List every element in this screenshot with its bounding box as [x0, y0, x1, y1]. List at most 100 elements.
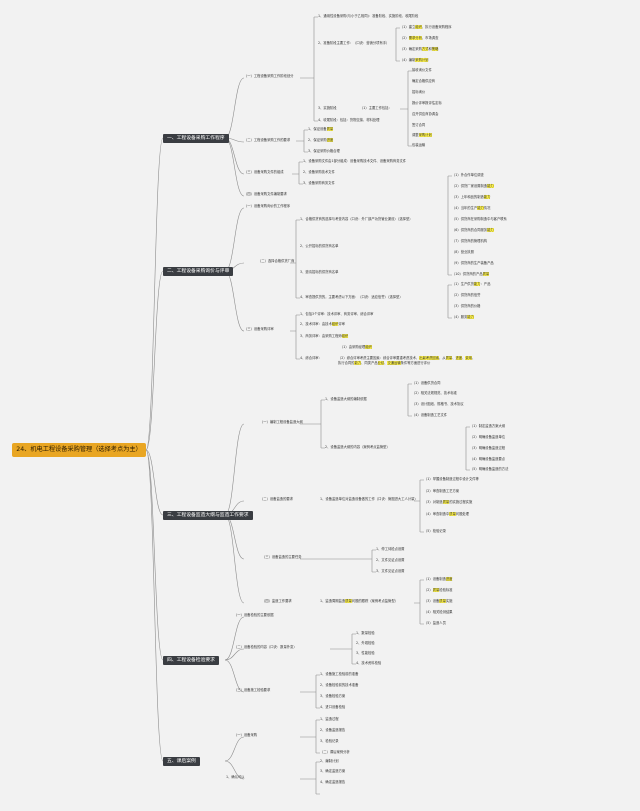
topic-node[interactable]: （1）主要工作包括： — [360, 106, 392, 110]
topic-node[interactable]: 2、技术评审：由技术组织评审 — [300, 322, 345, 326]
topic-node[interactable]: （3）设计图纸、规格书、技术协议 — [412, 402, 464, 406]
topic-node[interactable]: 2、设备采购技术文件 — [303, 170, 335, 174]
topic-node[interactable]: 2、外观检验 — [356, 641, 375, 645]
topic-node[interactable]: 4、确定监造报告 — [320, 780, 346, 784]
topic-node[interactable]: 1、监造周期监造质量问题的跟踪（案例考点监管型） — [320, 599, 398, 603]
topic-node[interactable]: 2、设备监造报告 — [320, 728, 346, 732]
topic-node[interactable]: （3）明确设备监造过程 — [470, 446, 506, 450]
topic-node[interactable]: （1）掌握设备制造过程中设计文件等 — [424, 477, 479, 481]
topic-node[interactable]: （一）设备采购 — [234, 733, 258, 737]
topic-node[interactable]: 3、邀请招标的供货商名单 — [300, 270, 339, 274]
topic-node[interactable]: （一）编制工程设备监造大纲 — [260, 420, 303, 424]
topic-node[interactable]: 2、保证采购进度 — [308, 138, 334, 142]
topic-node[interactable]: （4）相关检测结果 — [424, 610, 453, 614]
topic-node[interactable]: （3）确定采购方式和策略 — [400, 47, 439, 51]
topic-node[interactable]: 1、设备施工检验前的准备 — [320, 672, 359, 676]
topic-node[interactable]: （2）质量检验标准 — [424, 588, 453, 592]
topic-node[interactable]: （二）工程设备采购工作的要求 — [244, 138, 291, 142]
topic-node[interactable]: 4、技术资料检验 — [356, 661, 382, 665]
topic-node[interactable]: 1、确认可以 — [226, 775, 245, 779]
topic-node[interactable]: （4）编制采购计划 — [400, 58, 429, 62]
topic-node[interactable]: 1、监造过程 — [320, 717, 339, 721]
topic-node[interactable]: （一）工程设备采购工作阶段划分 — [244, 74, 294, 78]
topic-node[interactable]: （8）营业执照 — [452, 250, 474, 254]
topic-node[interactable]: 1、设备采购文件由1部分组成：设备采购技术文件、设备采购商务文件 — [303, 159, 407, 163]
section-case-study[interactable]: 五、课后案例 — [163, 757, 200, 766]
topic-node[interactable]: （一）设备检验的主要依据 — [234, 613, 274, 617]
topic-node[interactable]: （1）设备制造进度 — [424, 577, 453, 581]
topic-node[interactable]: 3、实施阶段 — [318, 106, 337, 110]
topic-node[interactable]: （三）设备施工检验要求 — [234, 688, 271, 692]
topic-node[interactable]: 4、审查提供货的，主要考虑以下方面：（口诀：适应信誉）（选择型） — [300, 295, 403, 299]
topic-node[interactable]: 1、停工待检点设置 — [376, 547, 405, 551]
topic-node[interactable]: （9）供货商的生产装备产品 — [452, 261, 494, 265]
section-inquiry-review[interactable]: 二、工程设备采购询价与评审 — [163, 267, 234, 276]
topic-node[interactable]: 接收询价文件 — [412, 68, 432, 72]
topic-node[interactable]: 1、包括3个评审：技术评审、商务评审、综合评审 — [300, 312, 374, 316]
topic-node[interactable]: 1、合格供货商的选择与考查内容（口诀：外厂部产功货管业渠设）（选择型） — [300, 217, 413, 221]
topic-node[interactable]: 4、收尾阶段：包括：货物交接、材料处理 — [318, 118, 380, 122]
topic-node[interactable]: 3、保证采购价格合理 — [308, 149, 340, 153]
topic-node[interactable]: 2、准备阶段主要工作：（口诀：营销分项有手） — [318, 41, 390, 45]
root-topic[interactable]: 24、机电工程设备采购管理（选择考点为主） — [12, 443, 146, 457]
topic-node[interactable]: 1、数量检验 — [356, 631, 375, 635]
topic-node[interactable]: （5）供货商在采购制造中与客户联系 — [452, 217, 507, 221]
topic-node[interactable]: （1）由采购经理组织 — [340, 345, 372, 349]
topic-node[interactable]: （三）设备监造的主要任务 — [262, 555, 302, 559]
topic-node[interactable]: 3、商务评审：由采购工程师组织 — [300, 334, 349, 338]
topic-node[interactable]: （二）设备检验的内容（口诀：数量外变） — [234, 645, 297, 649]
topic-node[interactable]: 2、公开招标的供货商名单 — [300, 244, 339, 248]
topic-node[interactable]: 签订合同 — [412, 123, 426, 127]
topic-node[interactable]: 3、检验记录 — [320, 739, 339, 743]
topic-node[interactable]: （1）生产供货能力：产品 — [452, 282, 491, 286]
section-procedure[interactable]: 一、工程设备采购工作程序 — [163, 134, 229, 143]
topic-node[interactable]: 2、文件见证点设置 — [376, 558, 405, 562]
topic-node[interactable]: 2、设备检验前的技术准备 — [320, 683, 359, 687]
topic-node[interactable]: （二）选择合格供货厂商 — [258, 259, 295, 263]
topic-node[interactable]: 包装运输 — [412, 143, 426, 147]
topic-node[interactable]: 招标询价 — [412, 90, 426, 94]
topic-node[interactable]: （5）检验记录 — [424, 529, 446, 533]
section-inspection[interactable]: 四、工程设备检验要求 — [163, 656, 219, 665]
topic-node[interactable]: （3）上年和品的制造能力 — [452, 195, 491, 199]
topic-node[interactable]: （2）明确设备监造单位 — [470, 435, 506, 439]
topic-node[interactable]: 2、设备监造大纲的内容（案例考点监管型） — [325, 445, 390, 449]
topic-node[interactable]: （2）供货厂家设置制造能力 — [452, 184, 494, 188]
topic-node[interactable]: 4、综合评审： — [300, 356, 322, 360]
topic-node[interactable]: （4）当年的生产能力情况 — [452, 206, 491, 210]
topic-node[interactable]: （5）监造人员 — [424, 621, 446, 625]
topic-node[interactable]: （5）明确设备监造的方法 — [470, 467, 509, 471]
topic-node[interactable]: （2）相关法规规范、技术标准 — [412, 391, 457, 395]
topic-node[interactable]: （2）供货商的信誉 — [452, 293, 481, 297]
topic-node[interactable]: 召开供应商协调会 — [412, 112, 439, 116]
topic-node[interactable]: 调整采购计划 — [412, 133, 432, 137]
topic-node[interactable]: （10）供货商的产品质量 — [452, 272, 490, 276]
topic-node[interactable]: 3、设备采购商务文件 — [303, 181, 335, 185]
topic-node[interactable]: （2）综合评审考虑主要因素：综合评审要重考虑技术、出最考虑因素，从质量、进度、费… — [338, 356, 476, 365]
topic-node[interactable]: 1、设备监造单位对监造设备做的工作（口诀：管图进大工人计量） — [320, 497, 418, 501]
topic-node[interactable]: （4）审查制造中质量问题处理 — [424, 512, 469, 516]
topic-node[interactable]: （一）设备采购询价的工作程序 — [244, 204, 291, 208]
topic-node[interactable]: （1）外合作单位调查 — [452, 173, 484, 177]
topic-node[interactable]: （二）课后案例分析 — [320, 750, 350, 754]
topic-node[interactable]: （三）设备采购文件的组成 — [244, 170, 284, 174]
topic-node[interactable]: （三）设备采购评审 — [244, 327, 274, 331]
topic-node[interactable]: 1、保证设备质量 — [308, 127, 334, 131]
topic-node[interactable]: （2）需求分析，市场调查 — [400, 36, 439, 40]
topic-node[interactable]: （四）设备采购文件编制要求 — [244, 192, 287, 196]
topic-node[interactable]: 1、通用性设备采购(与小于乙相同)：准备阶段、实施阶段、收尾阶段 — [318, 14, 419, 18]
topic-node[interactable]: （二）设备监造的要求 — [260, 497, 293, 501]
topic-node[interactable]: 3、性能检验 — [356, 651, 375, 655]
topic-node[interactable]: 确定合格供应商 — [412, 79, 436, 83]
topic-node[interactable]: （1）建立组织，执行设备采购程序 — [400, 25, 452, 29]
topic-node[interactable]: 3、文件见证点设置 — [376, 569, 405, 573]
topic-node[interactable]: （四）监造工作要求 — [262, 599, 292, 603]
topic-node[interactable]: （2）审查制造工艺方案 — [424, 489, 460, 493]
topic-node[interactable]: 3、确定监造方案 — [320, 769, 346, 773]
section-supervision[interactable]: 三、工程设备监造大纲与监造工作要求 — [163, 511, 253, 520]
topic-node[interactable]: 2、编制计划 — [320, 759, 339, 763]
topic-node[interactable]: 报价评审报评估定标 — [412, 101, 442, 105]
topic-node[interactable]: 3、设备检验方案 — [320, 694, 346, 698]
topic-node[interactable]: 1、设备监造大纲的编制依据 — [325, 397, 367, 401]
topic-node[interactable]: （1）制定监造方案大纲 — [470, 424, 506, 428]
